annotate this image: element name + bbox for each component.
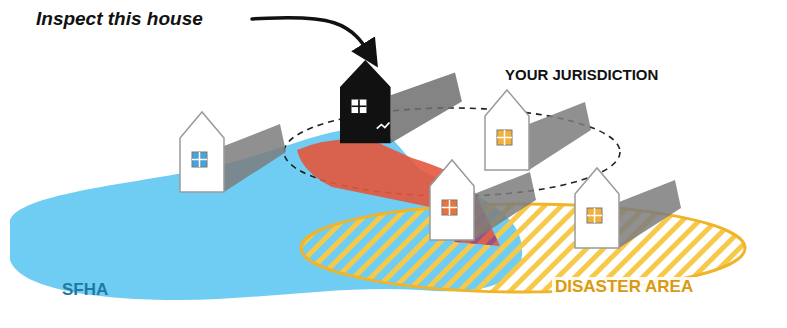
region-label: YOUR JURISDICTION [505,66,658,83]
sfha-region-outline [5,120,530,305]
house [485,90,591,170]
region-label: SFHA [62,280,108,300]
disaster-region: DISASTER AREA [298,200,750,300]
pointer-arrow [252,18,372,58]
jurisdiction-region: YOUR JURISDICTION [280,60,662,200]
inspected-house [340,60,462,143]
callout-text: Inspect this house [36,8,203,30]
region-label: DISASTER AREA [552,277,696,297]
sfha-region: SFHA [5,120,530,305]
jurisdiction-region-shape [284,108,620,196]
